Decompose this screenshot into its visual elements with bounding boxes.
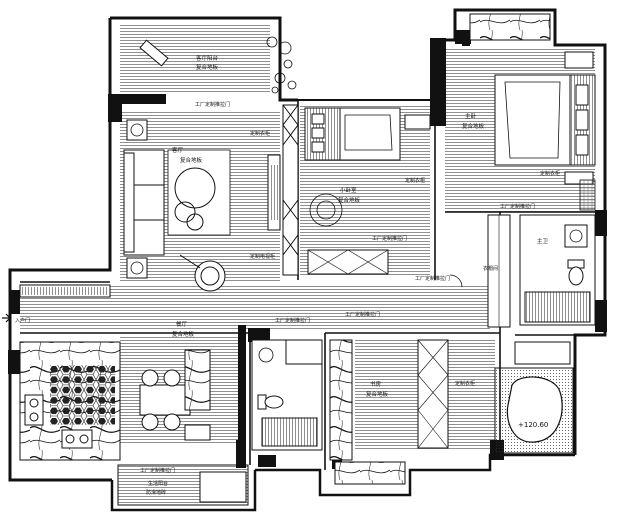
wardrobe-label-1: 定制衣柜 — [250, 130, 270, 137]
balcony-top: 客厅阳台 复合地板 工厂定制推拉门 — [139, 36, 297, 108]
tv-cabinet-label: 定制电视柜 — [250, 253, 275, 260]
bottom-marble-strip — [334, 461, 406, 485]
bed-covers — [344, 114, 393, 151]
coffee-table — [174, 167, 216, 231]
shower — [524, 291, 591, 323]
toilet-icon — [567, 259, 585, 286]
master-bedroom: 主卧 复合地板 定制衣柜 工厂定制推拉门 — [462, 51, 596, 211]
door-label-6: 工厂定制推拉门 — [415, 275, 450, 282]
balcony-bottom-name: 生活阳台 — [148, 480, 168, 487]
kitchen — [19, 341, 121, 461]
terrace-corner: +120.60 — [494, 341, 574, 454]
bed-master-covers — [504, 81, 561, 159]
area-blob — [506, 376, 563, 443]
door-label-3: 工厂定制推拉门 — [500, 203, 535, 210]
dining-table — [139, 384, 191, 416]
nightstand-master — [564, 51, 594, 69]
sink-icon — [61, 429, 93, 449]
entry-label: 入户门 — [15, 317, 30, 324]
study: 书房 复合地板 定制衣柜 — [329, 339, 475, 461]
guest-bath — [251, 339, 323, 451]
small-bedroom-floor-label: 复合地板 — [338, 196, 361, 204]
door-label-1: 工厂定制推拉门 — [195, 101, 230, 108]
dressing-room-label: 衣帽间 — [483, 265, 498, 272]
small-bedroom: 小卧室 复合地板 定制衣柜 工厂定制推拉门 — [304, 107, 431, 275]
balcony-bottom-floor-label: 防滑地砖 — [146, 489, 166, 496]
bed-small — [304, 107, 401, 161]
dining-floor-label: 复合地板 — [172, 330, 195, 338]
dining — [139, 349, 211, 441]
door-label-5: 工厂定制推拉门 — [345, 311, 380, 318]
sofa — [123, 149, 165, 256]
master-bath: 主卫 衣帽间 — [483, 214, 596, 328]
door-label-7: 工厂定制推拉门 — [140, 467, 175, 474]
area-note: +120.60 — [518, 421, 548, 429]
hex-tile-floor — [50, 365, 115, 425]
entry-arrow-icon — [2, 313, 11, 323]
balcony-top-floor — [120, 24, 270, 94]
wardrobe-label-2: 定制衣柜 — [405, 177, 425, 184]
top-right-marble-strip — [469, 13, 551, 41]
master-bedroom-floor-label: 复合地板 — [462, 122, 485, 130]
dining-chairs — [141, 369, 181, 431]
nightstand — [404, 114, 431, 130]
study-bookcase — [417, 339, 449, 449]
plant-icon — [266, 36, 297, 94]
door-label-2: 工厂定制推拉门 — [372, 235, 407, 242]
armchair — [179, 254, 226, 292]
balcony-top-name: 客厅阳台 — [196, 54, 219, 62]
structural-columns — [8, 30, 607, 469]
rug — [167, 149, 231, 236]
guest-toilet-icon — [257, 394, 284, 410]
door-label-4: 工厂定制推拉门 — [275, 317, 310, 324]
dining-name: 餐厅 — [176, 320, 188, 328]
living-room-floor-label: 复合地板 — [180, 156, 203, 164]
sideboard — [184, 349, 211, 411]
guest-shower — [261, 417, 318, 447]
wardrobe-label-3: 定制衣柜 — [540, 170, 560, 177]
desk — [307, 249, 389, 275]
living-room: 客厅 复合地板 定制衣柜 定制电视柜 — [123, 119, 281, 292]
bed-master — [494, 74, 596, 166]
balcony-top-floor-label: 复合地板 — [196, 63, 219, 71]
cabinet-column — [282, 104, 299, 276]
living-room-name: 客厅 — [172, 146, 184, 154]
stove-icon — [24, 394, 44, 426]
balcony-bottom: 工厂定制推拉门 生活阳台 防滑地砖 — [117, 464, 249, 506]
small-bedroom-name: 小卧室 — [340, 186, 357, 194]
master-bedroom-name: 主卧 — [465, 112, 477, 120]
wardrobe-label-4: 定制衣柜 — [455, 380, 475, 387]
study-floor-label: 复合地板 — [366, 390, 389, 398]
corridor: 入户门 工厂定制推拉门 工厂定制推拉门 工厂定制推拉门 餐厅 复合地板 — [2, 274, 463, 338]
study-name: 书房 — [370, 380, 382, 388]
master-bath-name: 主卫 — [537, 237, 549, 245]
study-marble-wall — [329, 339, 353, 461]
round-chair-icon — [309, 193, 343, 227]
